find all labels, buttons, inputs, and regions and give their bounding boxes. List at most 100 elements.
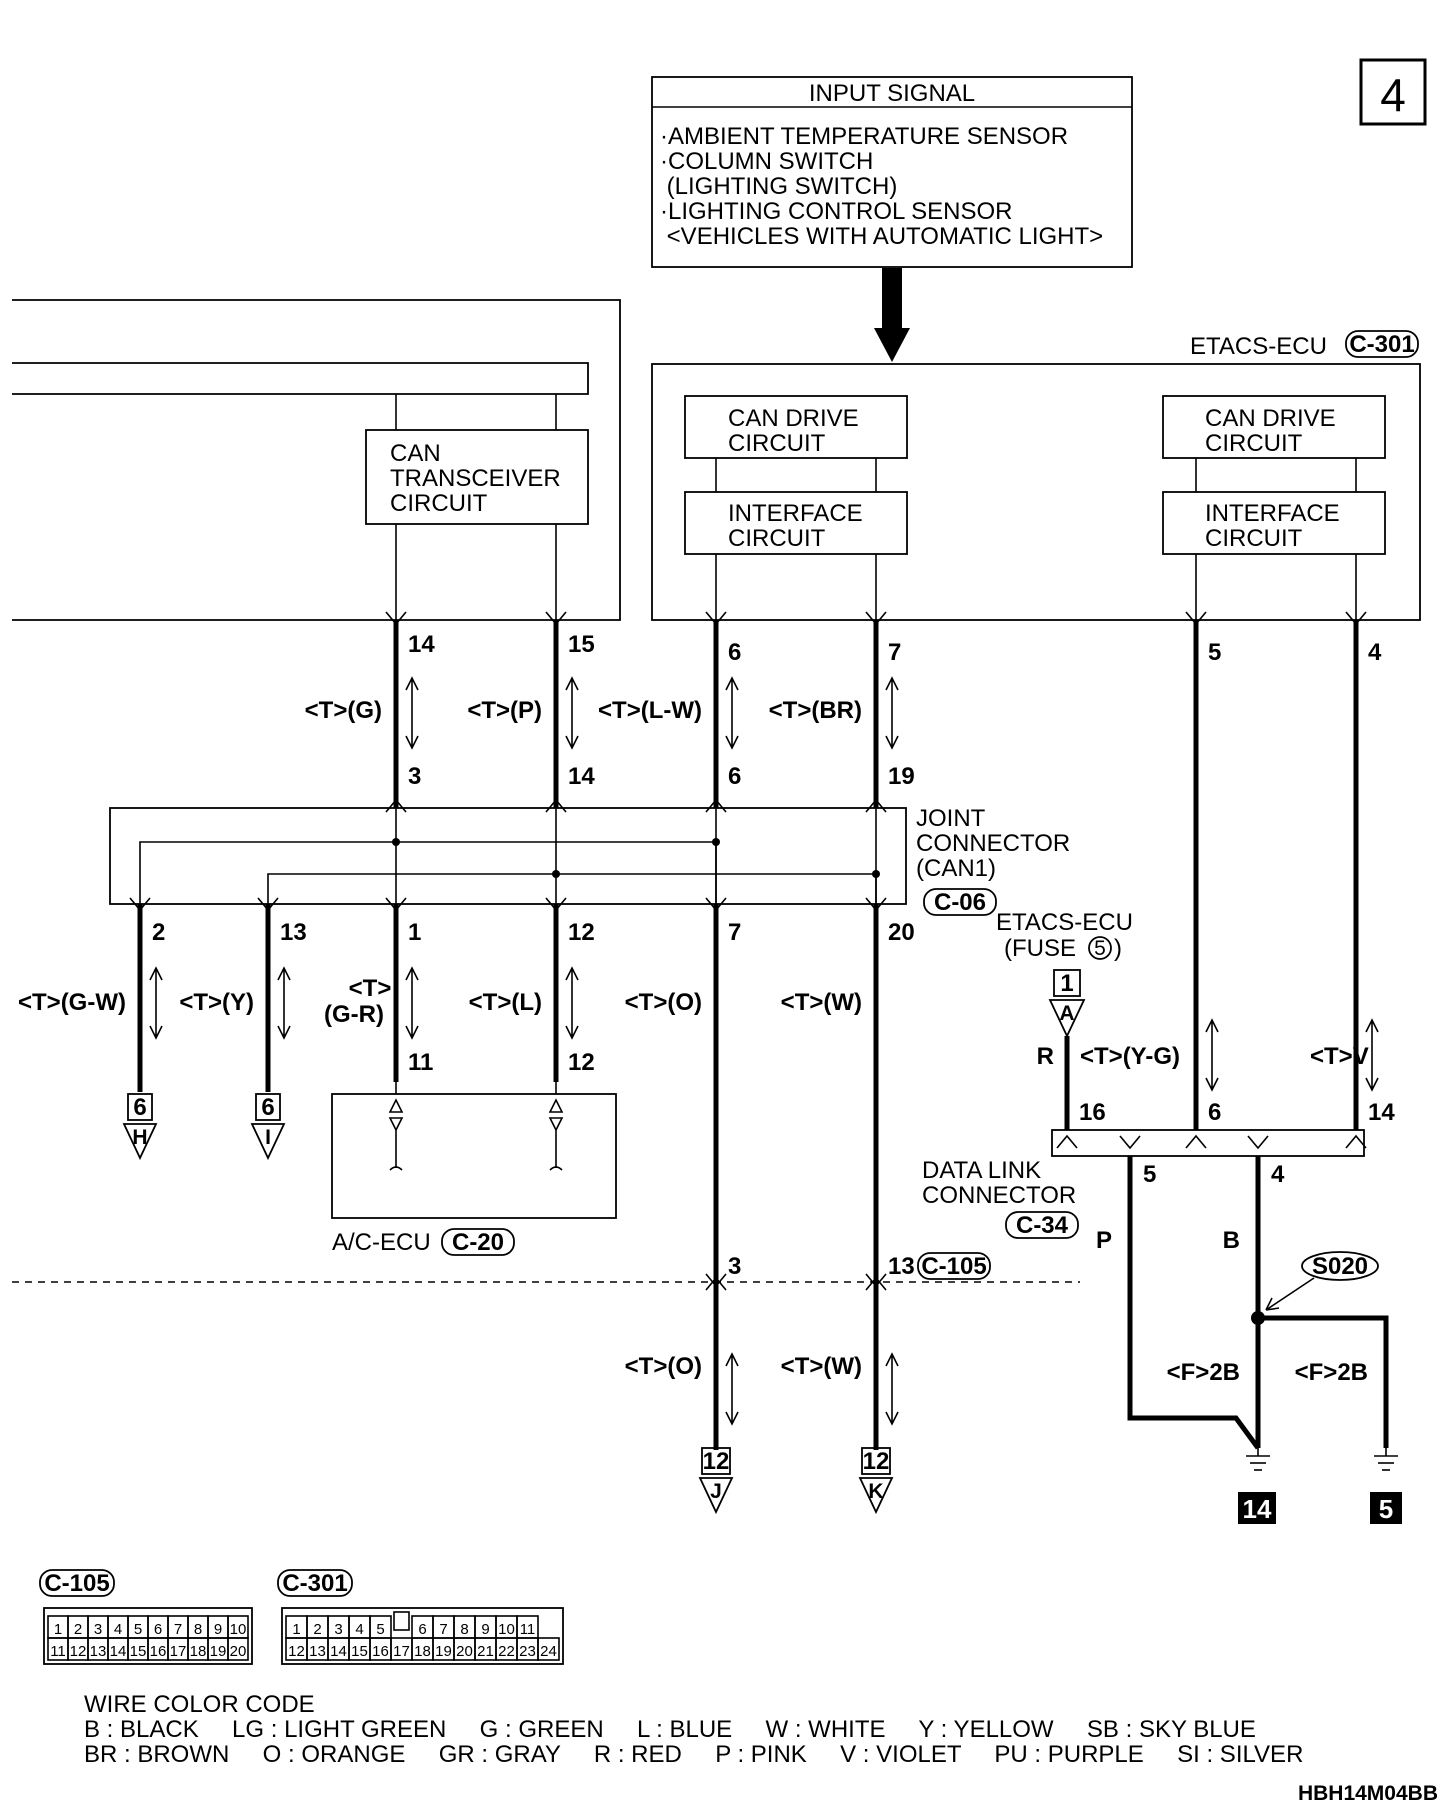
pin-label: 16 [150, 1643, 167, 1660]
wire-label: <T>(O) [625, 1353, 702, 1380]
pin-label: 13 [309, 1643, 326, 1660]
interface-text: CIRCUIT [1205, 525, 1303, 552]
pin-label: 10 [230, 1621, 247, 1638]
pin-number: 11 [408, 1049, 433, 1076]
pin-label: 18 [190, 1643, 207, 1660]
offpage-ref-j: 12 J [698, 1447, 734, 1515]
pin-number: 3 [728, 1253, 741, 1280]
can-transceiver-text: TRANSCEIVER [390, 465, 561, 492]
pin-label: 19 [435, 1643, 452, 1660]
pin-label: 7 [439, 1621, 447, 1638]
ac-ecu-connector: C-20 [452, 1229, 504, 1256]
wire-label: <F>2B [1167, 1359, 1240, 1386]
joint-connector-id: C-06 [934, 889, 986, 916]
pin-number: 1 [408, 919, 421, 946]
pin-label: 11 [520, 1621, 536, 1638]
wire-label: <T>(L-W) [598, 697, 702, 724]
pin-number: 19 [888, 763, 915, 790]
figure-code: HBH14M04BB [1298, 1782, 1438, 1805]
ref-letter: K [868, 1480, 883, 1503]
pin-cell [227, 1637, 249, 1661]
can-drive-text: CAN DRIVE [728, 405, 859, 432]
pin-label: 4 [114, 1621, 122, 1638]
input-signal-title: INPUT SIGNAL [809, 80, 975, 107]
interface-text: CIRCUIT [728, 525, 826, 552]
pin-number: 7 [728, 919, 741, 946]
wire-color-line: B : BLACK LG : LIGHT GREEN G : GREEN L :… [84, 1716, 1256, 1743]
pin-label: 1 [292, 1621, 300, 1638]
wire-label: <T>V [1310, 1043, 1369, 1070]
ground-wires [1127, 1156, 1389, 1450]
wire-color-line: BR : BROWN O : ORANGE GR : GRAY R : RED … [84, 1741, 1303, 1768]
pin-number: 3 [408, 763, 421, 790]
can-drive-text: CIRCUIT [728, 430, 826, 457]
pin-label: 2 [74, 1621, 82, 1638]
joint-connector-label: (CAN1) [916, 855, 996, 882]
ac-ecu-box [331, 1082, 617, 1219]
pin-label: 15 [351, 1643, 368, 1660]
ref-page-number: 12 [703, 1448, 730, 1475]
pin-label: 13 [90, 1643, 107, 1660]
fuse-label: ETACS-ECU [996, 909, 1133, 936]
pin-label: 3 [94, 1621, 102, 1638]
ac-ecu-label: A/C-ECU [332, 1229, 431, 1256]
pin-cell [537, 1637, 560, 1661]
wire-label: <F>2B [1295, 1359, 1368, 1386]
ground-number: 5 [1379, 1494, 1393, 1524]
pin-label: 17 [170, 1643, 187, 1660]
wire-color-label: R [1037, 1043, 1054, 1070]
offpage-ref-k: 12 K [858, 1447, 894, 1515]
pin-number: 20 [888, 919, 915, 946]
wire-label: <T>(W) [781, 1353, 862, 1380]
ref-page-number: 6 [133, 1094, 146, 1121]
wire-label: <T>(L) [469, 989, 542, 1016]
interface-text: INTERFACE [728, 500, 863, 527]
signal-direction-arrows [149, 966, 1379, 1426]
input-arrow [874, 268, 910, 362]
pin-number: 12 [568, 919, 595, 946]
connector-view-name: C-105 [44, 1570, 109, 1597]
data-link-connector [1051, 1129, 1367, 1157]
pin-label: 23 [519, 1643, 536, 1660]
input-signal-line: ·AMBIENT TEMPERATURE SENSOR [660, 123, 1068, 150]
etacs-ecu-label: ETACS-ECU [1190, 333, 1327, 360]
upper-wires [393, 620, 1359, 1130]
wire-label: <T> [349, 975, 392, 1002]
can-drive-text: CIRCUIT [1205, 430, 1303, 457]
pin-number: 14 [408, 631, 435, 658]
ref-page-number: 12 [863, 1448, 890, 1475]
pin-number: 13 [280, 919, 307, 946]
ref-letter: H [132, 1126, 147, 1149]
wire-label: <T>(P) [467, 697, 542, 724]
fuse-label-close: ) [1114, 935, 1122, 962]
pin-label: 12 [70, 1643, 87, 1660]
pin-number: 12 [568, 1049, 595, 1076]
pin-number: 6 [728, 763, 741, 790]
pin-number: 13 [888, 1253, 915, 1280]
pin-number: 6 [728, 639, 741, 666]
wire-color-title: WIRE COLOR CODE [84, 1691, 315, 1718]
splice-label: S020 [1312, 1253, 1368, 1280]
page-number: 4 [1380, 69, 1406, 121]
offpage-ref-h: 6 H [122, 1093, 158, 1161]
ground-symbol [1246, 1448, 1398, 1471]
wire-label: <T>(BR) [769, 697, 862, 724]
ground-number-box [1238, 1492, 1276, 1524]
pin-label: 16 [372, 1643, 389, 1660]
pin-label: 2 [313, 1621, 321, 1638]
pin-label: 18 [414, 1643, 431, 1660]
pin-number: 4 [1368, 639, 1382, 666]
pin-number: 6 [1208, 1099, 1221, 1126]
wire-label: <T>(Y-G) [1080, 1043, 1180, 1070]
etacs-connector: C-301 [1349, 331, 1414, 358]
input-signal-line: <VEHICLES WITH AUTOMATIC LIGHT> [660, 223, 1103, 250]
wire-color-label: B [1223, 1227, 1240, 1254]
can-drive-text: CAN DRIVE [1205, 405, 1336, 432]
pin-label: 17 [393, 1643, 410, 1660]
ref-letter: I [265, 1126, 271, 1149]
pin-label: 14 [330, 1643, 347, 1660]
data-link-connector-id: C-34 [1016, 1212, 1069, 1239]
joint-connector-label: JOINT [916, 805, 986, 832]
pin-label: 6 [418, 1621, 426, 1638]
